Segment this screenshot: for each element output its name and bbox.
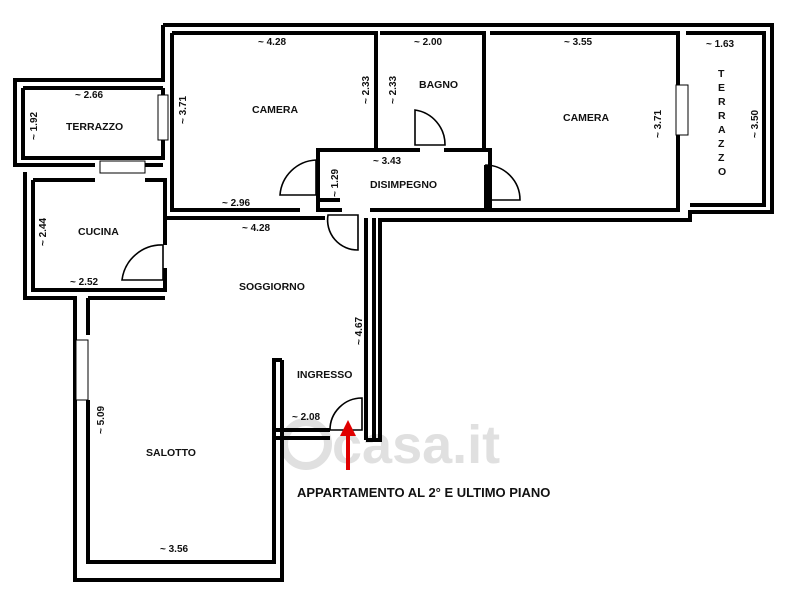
windows — [75, 84, 689, 401]
dim-bagno-width: ~ 2.00 — [414, 37, 443, 48]
label-camera-right: CAMERA — [563, 112, 609, 124]
label-terrazzo-right: T E R R A Z Z O — [718, 68, 726, 178]
dim-disimpegno-width: ~ 3.43 — [373, 156, 402, 167]
window-terrazzo-left — [157, 94, 169, 141]
dim-camera-left-width: ~ 4.28 — [258, 37, 287, 48]
door-camera-left — [279, 159, 317, 196]
label-soggiorno: SOGGIORNO — [239, 281, 305, 293]
dim-salotto-depth: ~ 5.09 — [96, 405, 107, 434]
dimension-labels: ~ 4.28 ~ 3.71 ~ 2.96 ~ 2.33 ~ 2.00 ~ 2.3… — [29, 37, 761, 555]
door-bagno — [414, 109, 446, 146]
door-ingresso — [329, 397, 363, 431]
window-terrazzo-right — [675, 84, 689, 136]
door-disimpegno — [326, 214, 359, 251]
dim-terrazzo-left-width: ~ 2.66 — [75, 90, 104, 101]
terrace-right-wall — [686, 31, 766, 207]
label-cucina: CUCINA — [78, 226, 119, 238]
ingresso-wall — [274, 218, 376, 440]
soggiorno-top-wall — [163, 216, 325, 240]
dim-salotto-width: ~ 3.56 — [160, 544, 189, 555]
dim-cucina-width: ~ 2.52 — [70, 277, 99, 288]
dim-disimpegno-depth: ~ 1.29 — [330, 168, 341, 197]
dim-bagno-depth: ~ 2.33 — [388, 75, 399, 104]
dim-soggiorno-width: ~ 4.28 — [242, 223, 271, 234]
dim-camera-left-bottom: ~ 2.96 — [222, 198, 251, 209]
cucina-wall — [23, 172, 284, 582]
svg-text:R: R — [718, 96, 726, 108]
svg-text:T: T — [718, 68, 725, 80]
outer-wall-top — [163, 23, 774, 442]
watermark: casa.it — [280, 415, 500, 475]
dim-terrazzo-left-depth: ~ 1.92 — [29, 111, 40, 140]
dim-ingresso-width: ~ 2.08 — [292, 412, 321, 423]
label-ingresso: INGRESSO — [297, 369, 352, 381]
door-camera-right — [485, 164, 521, 201]
entry-arrow — [340, 420, 356, 470]
salotto-wall — [86, 296, 282, 564]
label-salotto: SALOTTO — [146, 447, 196, 459]
svg-text:A: A — [718, 124, 726, 136]
dim-terrazzo-right-width: ~ 1.63 — [706, 39, 735, 50]
dim-camera-left-depth: ~ 3.71 — [178, 95, 189, 124]
svg-text:R: R — [718, 110, 726, 122]
doors — [121, 109, 521, 431]
svg-text:Z: Z — [718, 152, 725, 164]
svg-text:Z: Z — [718, 138, 725, 150]
outer-wall-left — [13, 25, 165, 167]
label-terrazzo-left: TERRAZZO — [66, 121, 123, 133]
door-cucina — [121, 244, 164, 281]
label-disimpegno: DISIMPEGNO — [370, 179, 437, 191]
svg-text:E: E — [718, 82, 725, 94]
dim-camera-left-right: ~ 2.33 — [361, 75, 372, 104]
window-salotto — [75, 339, 89, 401]
room-labels: CAMERA BAGNO CAMERA TERRAZZO DISIMPEGNO … — [66, 68, 726, 459]
dim-camera-right-width: ~ 3.55 — [564, 37, 593, 48]
label-camera-left: CAMERA — [252, 104, 298, 116]
dim-terrazzo-right-depth: ~ 3.50 — [750, 109, 761, 138]
watermark-text: casa.it — [332, 415, 500, 475]
caption: APPARTAMENTO AL 2° E ULTIMO PIANO — [297, 485, 550, 500]
dim-camera-right-depth: ~ 3.71 — [653, 109, 664, 138]
dim-ingresso-depth: ~ 4.67 — [354, 316, 365, 345]
svg-text:O: O — [718, 166, 726, 178]
dim-cucina-depth: ~ 2.44 — [38, 217, 49, 246]
label-bagno: BAGNO — [419, 79, 458, 91]
window-cucina — [99, 160, 146, 174]
